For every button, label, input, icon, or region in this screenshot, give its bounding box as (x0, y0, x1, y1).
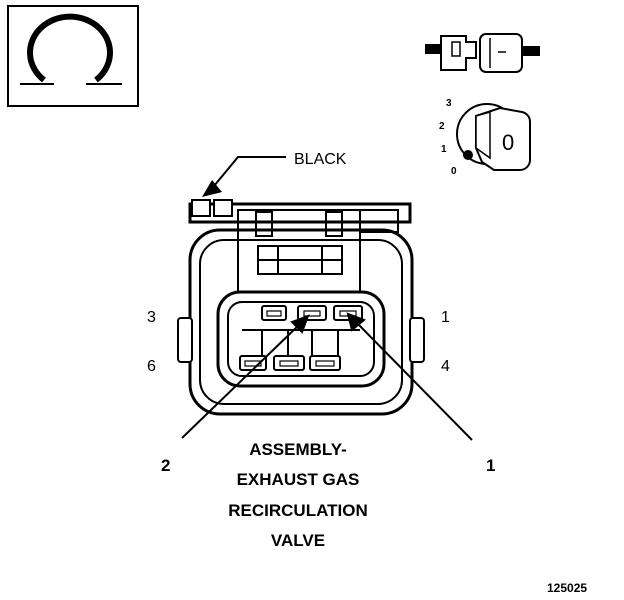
callout-left: 2 (161, 456, 170, 475)
connector-housing (177, 199, 425, 416)
key-position-1: 1 (441, 144, 447, 155)
cavity-label-4: 4 (441, 358, 450, 375)
component-name-line-3: RECIRCULATION (228, 501, 367, 520)
terminal-6 (239, 355, 267, 371)
terminal-3 (261, 305, 287, 321)
key-position-2: 2 (439, 121, 445, 132)
component-name-line-1: ASSEMBLY- (249, 440, 347, 459)
component-name: ASSEMBLY- EXHAUST GAS RECIRCULATION VALV… (228, 440, 367, 550)
component-name-line-4: VALVE (271, 531, 325, 550)
callout-right: 1 (486, 456, 495, 475)
key-position-0: 0 (451, 166, 457, 177)
key-position-3: 3 (446, 98, 452, 109)
disconnect-icon (425, 33, 540, 73)
cavity-label-3: 3 (147, 309, 156, 326)
terminal-4 (309, 355, 341, 371)
callout-leaders (181, 312, 473, 441)
cavity-grid (242, 329, 360, 356)
connector-color-label: BLACK (294, 151, 347, 168)
cavity-label-6: 6 (147, 358, 156, 375)
figure-number: 125025 (547, 581, 587, 595)
terminal-row-bottom (239, 355, 341, 371)
omega-icon (27, 13, 113, 83)
ignition-key-icon: 3 2 1 0 0 (439, 98, 532, 177)
component-name-line-2: EXHAUST GAS (237, 470, 360, 489)
cavity-label-1: 1 (441, 309, 450, 326)
terminal-5 (273, 355, 305, 371)
key-label: 0 (502, 130, 514, 155)
omega-symbol-box (7, 5, 139, 107)
